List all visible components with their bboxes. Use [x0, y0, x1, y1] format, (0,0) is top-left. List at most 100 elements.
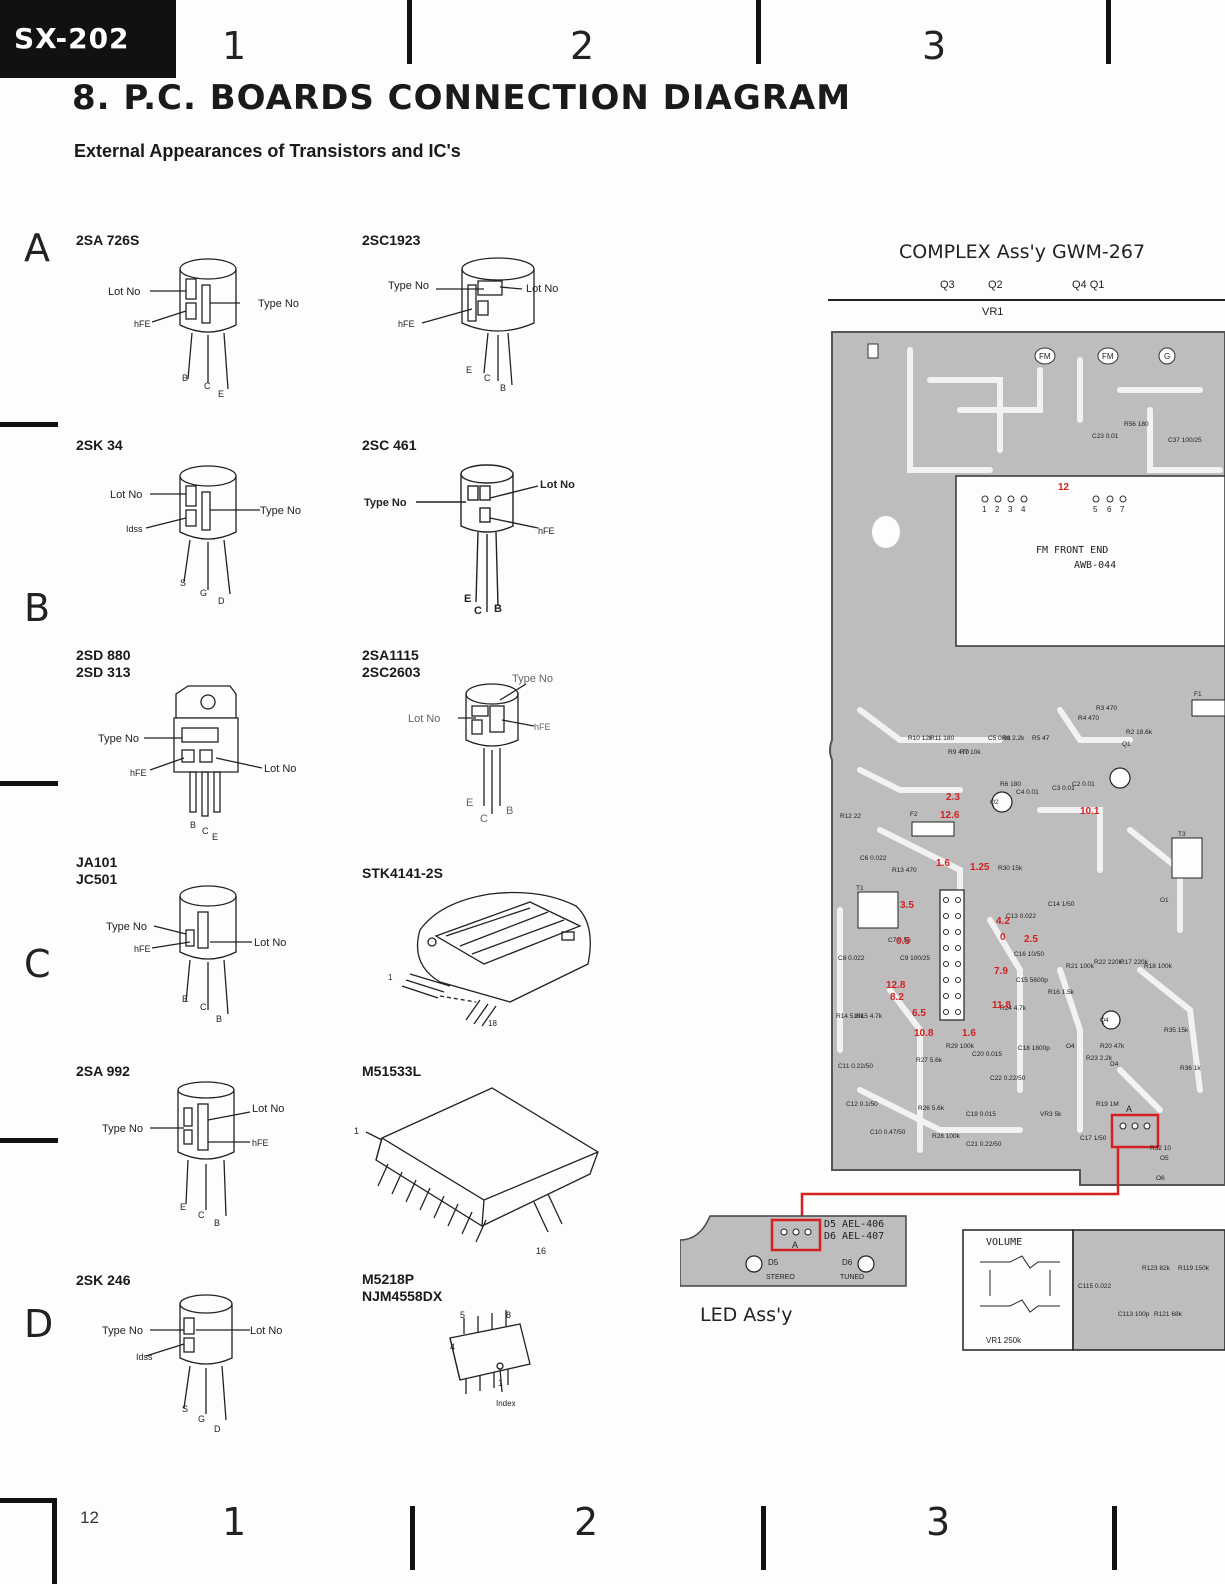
- component-label: C37 100/25: [1168, 437, 1202, 444]
- voltage-label: 11.8: [992, 1000, 1011, 1011]
- pin-label: E: [466, 365, 472, 375]
- column-divider: [1112, 1506, 1117, 1570]
- component-label: C113 100p: [1118, 1311, 1150, 1318]
- component-label: F2: [910, 811, 918, 818]
- component-label: R15 4.7k: [856, 1013, 883, 1020]
- hfe-label: hFE: [398, 319, 415, 329]
- circle-label: G: [1164, 352, 1170, 361]
- pin-label: B: [500, 383, 506, 393]
- hfe-label: hFE: [134, 319, 151, 329]
- component-label: C17 1/50: [1080, 1135, 1107, 1142]
- column-divider: [1106, 0, 1111, 64]
- transistor-figure-2sk34: Lot No Type No Idss S G D: [100, 462, 340, 617]
- led-d5-tag: STEREO: [766, 1274, 795, 1281]
- row-divider: [0, 422, 58, 427]
- led-ref: D5 AEL-406: [824, 1219, 884, 1230]
- transistor-figure-2sc461: Type No Lot No hFE E C B: [362, 462, 602, 627]
- pin-label: B: [216, 1014, 222, 1024]
- component-label: R5 47: [1032, 735, 1050, 742]
- lot-no-label: Lot No: [526, 283, 558, 295]
- pin-label: E: [466, 797, 473, 809]
- pin-label: E: [182, 994, 188, 1004]
- circle-label: FM: [1102, 352, 1114, 361]
- component-label: C6 0.022: [860, 855, 887, 862]
- idss-label: Idss: [126, 524, 143, 534]
- column-number-2: 2: [574, 1500, 599, 1544]
- part-name: 2SA1115 2SC2603: [362, 647, 420, 681]
- pin-label: S: [182, 1404, 188, 1414]
- lot-no-label: Lot No: [252, 1103, 284, 1115]
- component-label: C12 0.1/50: [846, 1101, 878, 1108]
- pin-label: 18: [488, 1019, 497, 1028]
- led-assy-label: LED Ass'y: [700, 1304, 793, 1326]
- connector-letter: A: [1126, 1104, 1132, 1114]
- pin-label: D: [214, 1424, 221, 1434]
- pin-label: 4: [450, 1342, 455, 1352]
- pcb-outline: [829, 331, 1225, 1186]
- voltage-label: 0: [1000, 932, 1006, 943]
- component-label: C2 0.01: [1072, 781, 1095, 788]
- row-label-a: A: [24, 226, 50, 270]
- voltage-label: 2.3: [946, 792, 960, 803]
- pin-label: 16: [536, 1246, 546, 1256]
- component-label: C23 0.01: [1092, 433, 1119, 440]
- component-label: R36 1k: [1180, 1065, 1201, 1072]
- voltage-label: 3.5: [900, 900, 914, 911]
- component-label: R32 10: [1150, 1145, 1171, 1152]
- component-label: R13 470: [892, 867, 917, 874]
- component-label: R2 18.6k: [1126, 729, 1153, 736]
- component-label: C11 0.22/50: [838, 1063, 873, 1070]
- component-label: R20 47k: [1100, 1043, 1125, 1050]
- component-label: R12 22: [840, 813, 861, 820]
- component-label: C3 0.01: [1052, 785, 1075, 792]
- transistor-figure-2sk246: Type No Lot No Idss S G D: [100, 1290, 340, 1445]
- component-label: R56 180: [1124, 421, 1149, 428]
- component-label: D4: [1110, 1061, 1119, 1068]
- pin-label: C: [480, 813, 488, 825]
- connection-wire: [800, 1147, 1120, 1222]
- part-name-line2: NJM4558DX: [362, 1288, 443, 1304]
- part-name: STK4141-2S: [362, 865, 443, 881]
- board-title-rule: [828, 299, 1225, 301]
- front-end-id: AWB-044: [1074, 560, 1116, 571]
- voltage-label: 8.2: [890, 992, 904, 1003]
- lot-no-label: Lot No: [254, 937, 286, 949]
- voltage-label: 12: [1058, 482, 1070, 493]
- component-label: R17 220k: [1120, 959, 1149, 966]
- component-label: F1: [1194, 691, 1202, 698]
- component-label: R9 470: [948, 749, 969, 756]
- component-label: T3: [1178, 831, 1186, 838]
- component-label: O6: [1156, 1175, 1165, 1182]
- board-ref: VR1: [982, 306, 1003, 318]
- lot-no-label: Lot No: [408, 713, 440, 725]
- lot-no-label: Lot No: [540, 479, 575, 491]
- type-no-label: Type No: [364, 497, 407, 509]
- lot-no-label: Lot No: [264, 763, 296, 775]
- ic-figure-m5218p: 4 1 5 8 Index: [420, 1308, 550, 1423]
- board-ref: Q3: [940, 279, 955, 291]
- voltage-label: 12.8: [886, 980, 906, 991]
- part-name-line2: 2SC2603: [362, 664, 421, 680]
- pin-label: B: [190, 820, 196, 830]
- component-label: C21 0.22/50: [966, 1141, 1002, 1148]
- component-label: C7 0.5p: [888, 937, 911, 944]
- voltage-label: 1.25: [970, 862, 990, 873]
- circle-label: FM: [1039, 352, 1051, 361]
- component-label: R19 1M: [1096, 1101, 1119, 1108]
- type-no-label: Type No: [512, 673, 553, 685]
- hfe-label: hFE: [130, 768, 147, 778]
- transistor-figure-2sa726s: Lot No Type No hFE B C E: [100, 255, 340, 410]
- ic-chip: [939, 889, 965, 1021]
- component-label: O4: [1066, 1043, 1075, 1050]
- component-label: R26 5.6k: [918, 1105, 945, 1112]
- component-label: Q2: [990, 799, 999, 806]
- type-no-label: Type No: [258, 298, 299, 310]
- component-label: R14 510k: [836, 1013, 865, 1020]
- component-label: R35 15k: [1164, 1027, 1189, 1034]
- pin-label: 5: [460, 1310, 465, 1320]
- component-label: R27 5.6k: [916, 1057, 943, 1064]
- row-divider: [0, 781, 58, 786]
- component-label: C19 0.015: [966, 1111, 996, 1118]
- footer-corner: [0, 1498, 57, 1503]
- component-label: R119 150k: [1178, 1265, 1210, 1272]
